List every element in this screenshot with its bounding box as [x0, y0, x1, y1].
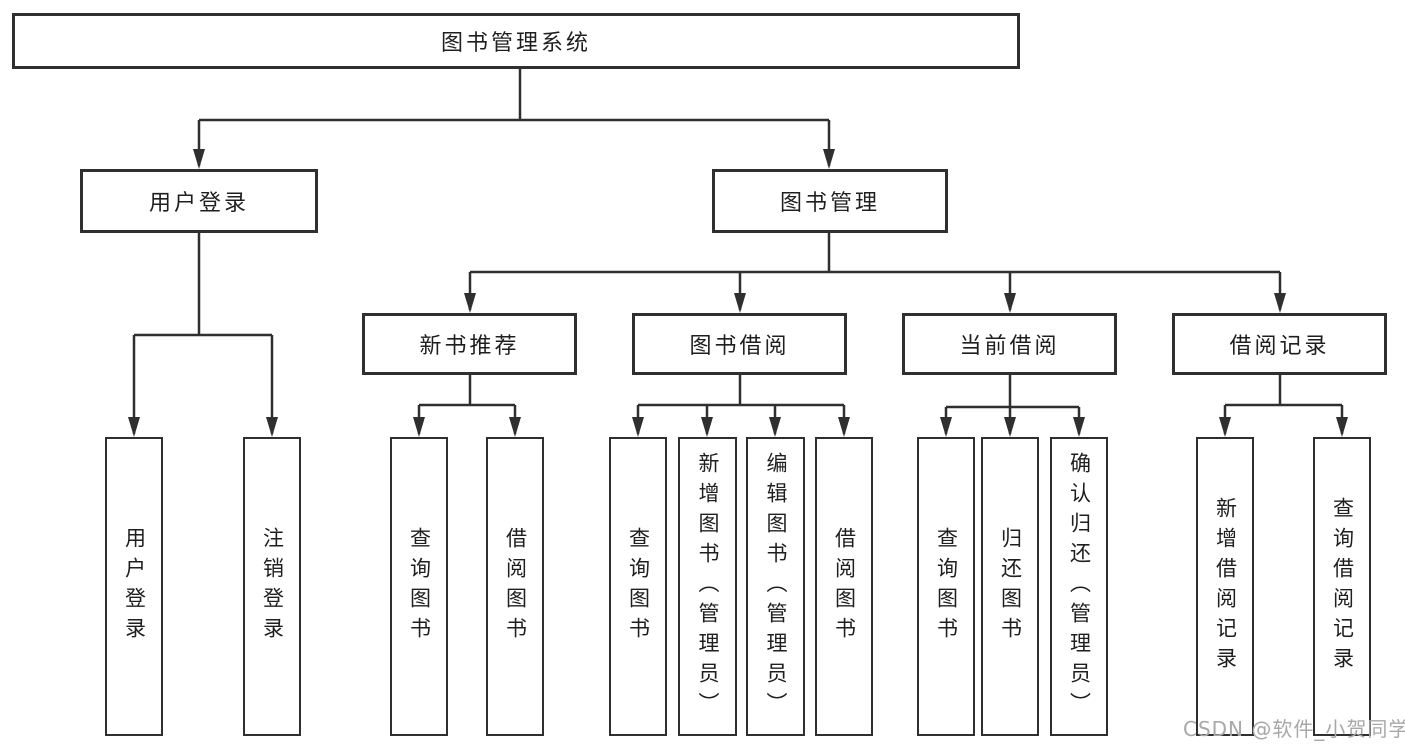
leaf-cb-return-books: 归还图书 [981, 437, 1039, 736]
leaf-nbr-borrow-books-label: 借阅图书 [503, 526, 528, 647]
leaf-logout-login: 注销登录 [243, 437, 301, 736]
node-book-management-label: 图书管理 [779, 191, 880, 216]
node-library-system-label: 图书管理系统 [440, 31, 591, 56]
leaf-br-query-record: 查询借阅记录 [1313, 437, 1371, 736]
leaf-cb-confirm-return-admin-label: 确认归还（管理员） [1067, 451, 1092, 722]
node-book-management: 图书管理 [712, 169, 948, 233]
node-book-borrowing: 图书借阅 [632, 313, 847, 375]
leaf-bb-borrow-books: 借阅图书 [815, 437, 873, 736]
node-current-borrowing-label: 当前借阅 [959, 334, 1060, 359]
leaf-bb-query-books-label: 查询图书 [626, 526, 651, 647]
node-user-login: 用户登录 [80, 169, 318, 233]
leaf-logout-login-label: 注销登录 [260, 526, 285, 647]
node-new-book-recommend: 新书推荐 [362, 313, 577, 375]
leaf-br-query-record-label: 查询借阅记录 [1330, 496, 1355, 677]
leaf-bb-borrow-books-label: 借阅图书 [832, 526, 857, 647]
leaf-cb-query-books: 查询图书 [917, 437, 975, 736]
leaf-bb-edit-books-admin: 编辑图书（管理员） [746, 437, 805, 736]
leaf-bb-query-books: 查询图书 [609, 437, 667, 736]
leaf-user-login: 用户登录 [105, 437, 163, 736]
leaf-nbr-query-books-label: 查询图书 [407, 526, 432, 647]
leaf-bb-add-books-admin-label: 新增图书（管理员） [696, 451, 720, 722]
node-borrowing-records-label: 借阅记录 [1229, 334, 1330, 359]
leaf-cb-confirm-return-admin: 确认归还（管理员） [1050, 437, 1108, 736]
node-book-borrowing-label: 图书借阅 [689, 334, 790, 359]
leaf-user-login-label: 用户登录 [122, 526, 147, 647]
leaf-br-add-record-label: 新增借阅记录 [1213, 496, 1238, 677]
leaf-bb-edit-books-admin-label: 编辑图书（管理员） [764, 451, 788, 722]
watermark: CSDN @软件_小贺同学 [1183, 717, 1405, 741]
node-library-system: 图书管理系统 [12, 13, 1020, 69]
leaf-cb-return-books-label: 归还图书 [998, 526, 1023, 647]
node-user-login-label: 用户登录 [148, 191, 249, 216]
leaf-cb-query-books-label: 查询图书 [934, 526, 959, 647]
leaf-br-add-record: 新增借阅记录 [1196, 437, 1254, 736]
leaf-nbr-borrow-books: 借阅图书 [486, 437, 544, 736]
tree-edges [132, 69, 1344, 434]
leaf-bb-add-books-admin: 新增图书（管理员） [678, 437, 737, 736]
leaf-nbr-query-books: 查询图书 [390, 437, 448, 736]
node-borrowing-records: 借阅记录 [1172, 313, 1387, 375]
node-current-borrowing: 当前借阅 [902, 313, 1117, 375]
node-new-book-recommend-label: 新书推荐 [419, 334, 520, 359]
